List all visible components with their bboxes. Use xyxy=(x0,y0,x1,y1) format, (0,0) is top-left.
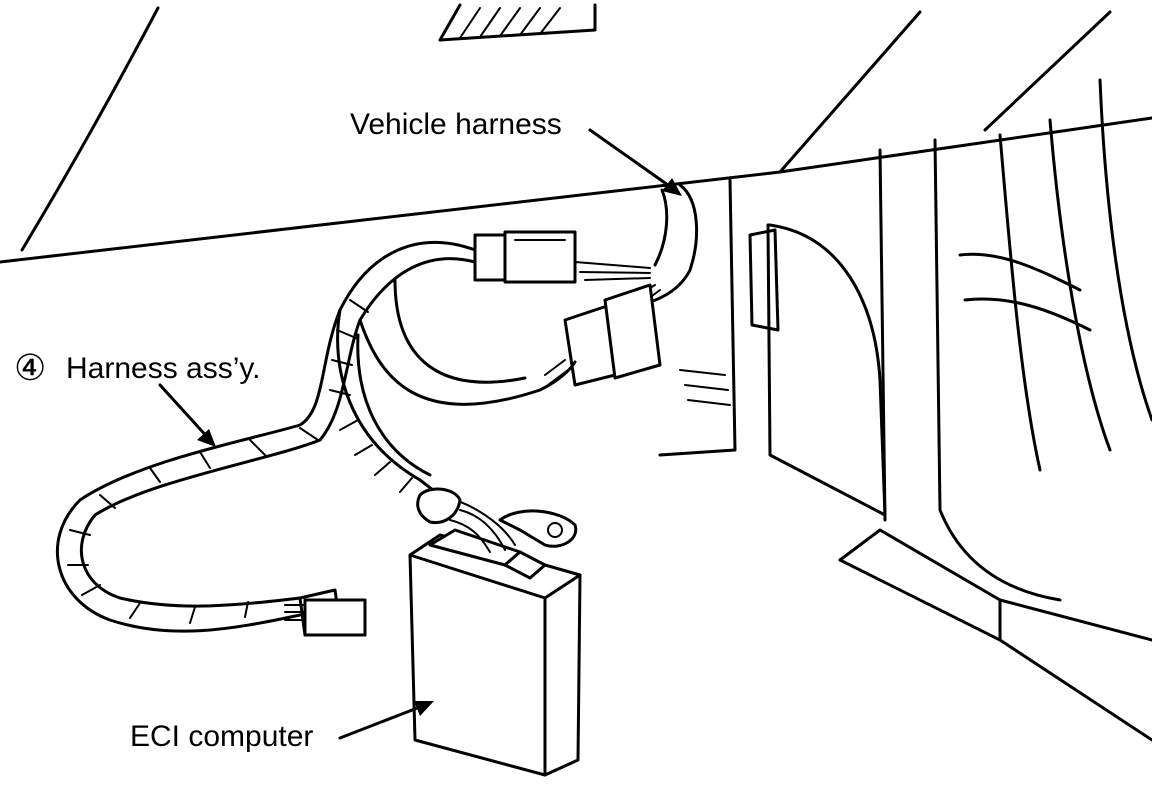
leader-arrows xyxy=(158,128,682,740)
vehicle-harness-label: Vehicle harness xyxy=(350,108,562,141)
eci-computer-leader xyxy=(338,703,427,740)
knee-panel xyxy=(658,78,1152,742)
eci-computer-box xyxy=(408,487,582,777)
upper-connector xyxy=(473,230,577,284)
vehicle-harness-leader xyxy=(588,128,677,192)
harness-assembly xyxy=(56,241,577,637)
lower-connector xyxy=(544,283,662,387)
eci-computer-label: ECI computer xyxy=(130,720,313,753)
dashboard-panel xyxy=(0,3,1152,264)
harness-assy-label: Harness ass’y. xyxy=(66,352,261,385)
harness-assy-number-badge: ④ xyxy=(14,347,46,388)
vehicle-harness-bundle xyxy=(574,183,699,307)
harness-assy-leader xyxy=(158,383,212,442)
